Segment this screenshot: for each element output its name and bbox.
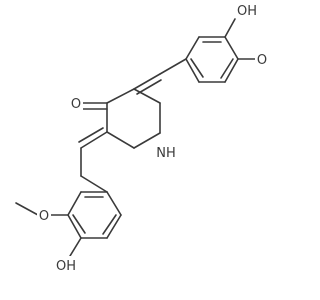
bond — [15, 202, 39, 216]
bond — [224, 58, 239, 83]
bond — [185, 58, 200, 83]
bond — [136, 79, 162, 95]
bond — [80, 131, 108, 149]
bond-layer — [15, 9, 257, 257]
atom-label-o-carbonyl: O — [71, 97, 81, 112]
bond — [190, 58, 204, 78]
bond — [185, 36, 200, 60]
bond — [106, 131, 135, 149]
bond — [80, 175, 108, 193]
bond — [106, 214, 122, 239]
bond — [67, 191, 82, 216]
atom-label-oh-bottom: OH — [56, 259, 76, 274]
bond — [133, 73, 161, 90]
bond — [69, 237, 82, 257]
bond — [133, 132, 161, 149]
bond — [220, 58, 234, 79]
bond — [102, 214, 117, 235]
atom-label-o-methoxy-top: O — [257, 53, 267, 68]
bond — [159, 58, 187, 75]
bond — [67, 214, 82, 239]
bond — [106, 88, 135, 104]
molecule-structure: OH O O NH O OH — [15, 0, 269, 274]
bond — [106, 191, 122, 216]
bond — [224, 18, 236, 38]
bond — [72, 214, 86, 234]
atom-label-nh: NH — [156, 146, 176, 161]
bond — [224, 36, 239, 60]
atom-label-layer: OH O O NH O OH — [37, 0, 269, 274]
atom-label-o-methoxy-bottom: O — [39, 209, 49, 224]
bond — [133, 88, 161, 104]
bond — [78, 127, 104, 143]
atom-label-oh-top: OH — [237, 4, 257, 19]
